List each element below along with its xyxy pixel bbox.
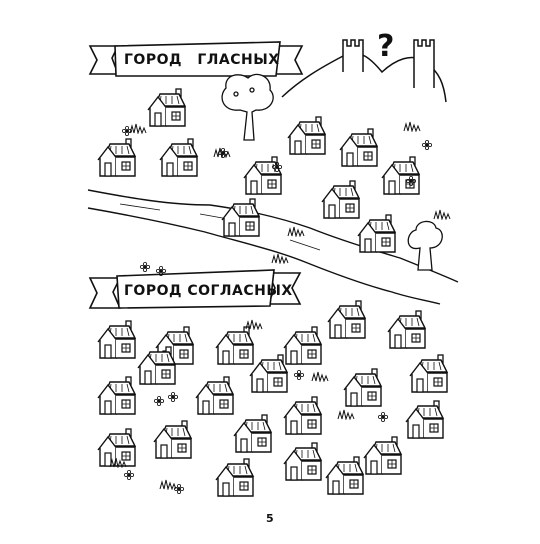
house-icon [233, 414, 272, 453]
house-icon [97, 138, 136, 177]
grass-icon [433, 209, 451, 220]
house-icon [287, 116, 326, 155]
tree-icon [221, 73, 443, 271]
house-icon [159, 138, 198, 177]
flower-icon [154, 396, 164, 406]
house-icon [405, 400, 444, 439]
house-icon [243, 156, 282, 195]
house-icon [97, 376, 136, 415]
house-icon [325, 456, 364, 495]
flower-icon [422, 140, 432, 150]
flower-icon [124, 470, 134, 480]
house-icon [381, 156, 420, 195]
house-icon [327, 300, 366, 339]
house-icon [321, 180, 360, 219]
house-icon [387, 310, 426, 349]
vowels-town-title: ГОРОД ГЛАСНЫХ [124, 52, 280, 68]
flower-icon [378, 412, 388, 422]
house-icon [195, 376, 234, 415]
consonants-town-title: ГОРОД СОГЛАСНЫХ [124, 283, 293, 299]
flower-icon [140, 262, 150, 272]
house-icon [339, 128, 378, 167]
house-icon [363, 436, 402, 475]
house-icon [97, 320, 136, 359]
house-icon [249, 354, 288, 393]
grass-icon [129, 123, 147, 134]
house-icon [147, 88, 186, 127]
house-icon [137, 346, 176, 385]
house-icon [409, 354, 448, 393]
grass-icon [403, 121, 421, 132]
house-icon [221, 198, 260, 237]
house-icon [283, 442, 322, 481]
house-icon [283, 326, 322, 365]
castle-tower-icon [342, 39, 435, 88]
house-icon [215, 326, 254, 365]
flower-icon [168, 392, 178, 402]
house-icon [283, 396, 322, 435]
grass-icon [159, 479, 177, 490]
grass-icon [337, 409, 355, 420]
ribbon-banner-icon [88, 41, 304, 309]
question-mark: ? [377, 29, 395, 64]
grass-icon [311, 371, 329, 382]
grass-icon [287, 226, 305, 237]
house-icon [153, 420, 192, 459]
hill [281, 52, 447, 103]
house-icon [343, 368, 382, 407]
house-icon [357, 214, 396, 253]
house-icon [215, 458, 254, 497]
page-number: 5 [266, 512, 274, 525]
flower-icon [294, 370, 304, 380]
